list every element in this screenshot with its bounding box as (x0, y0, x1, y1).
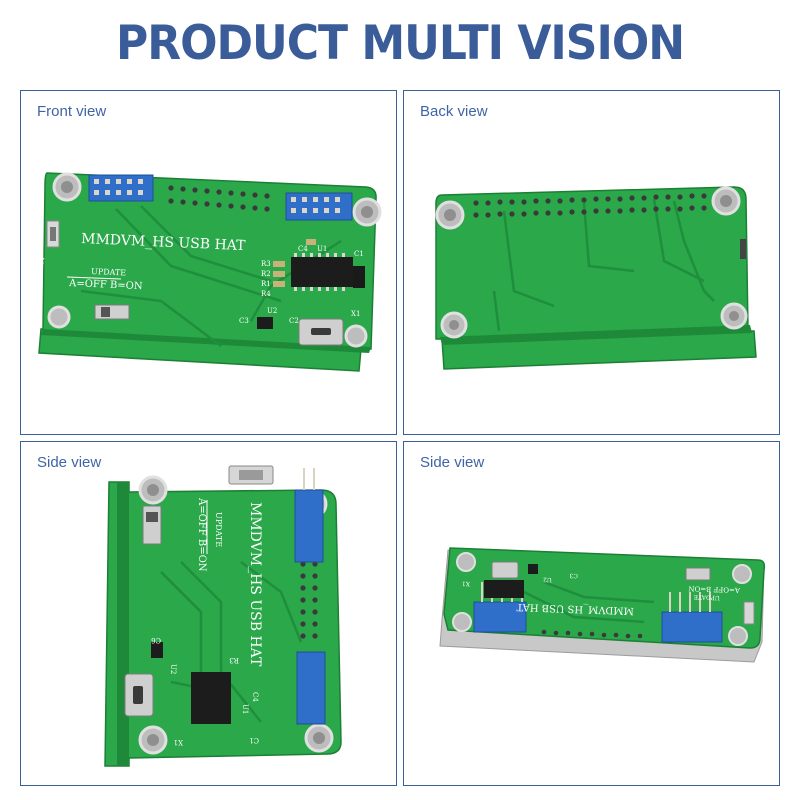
page-title: PRODUCT MULTI VISION (115, 15, 685, 72)
ic-u1 (191, 672, 231, 724)
part-u2: U2 (267, 307, 277, 315)
panel-label-front: Front view (37, 103, 107, 120)
blue-header-right (285, 192, 353, 221)
part-u2: U2 (169, 664, 177, 674)
update-slide-switch (685, 567, 711, 581)
blue-header-left (88, 174, 154, 202)
panel-label-side-1: Side view (37, 454, 102, 471)
gpio-holes (541, 629, 643, 639)
part-x1: X1 (351, 310, 360, 318)
gpio-holes (168, 185, 270, 212)
back-view-panel: Back view (403, 90, 780, 435)
part-c4: C4 (251, 692, 259, 702)
blue-header-right (661, 592, 723, 643)
update-label: UPDATE (214, 512, 223, 547)
part-c3: C3 (239, 317, 249, 325)
part-c1: C1 (354, 250, 364, 258)
rst-label: RST (201, 476, 216, 484)
part-u2: U2 (543, 576, 552, 583)
mount-holes (435, 186, 748, 339)
side-view-image-2: MMDVM_HS USB HAT UPDATE A=OFF B=ON X1 U2… (439, 547, 766, 663)
part-r3: R3 (229, 656, 239, 664)
part-r3: R3 (261, 260, 271, 268)
part-u1: U1 (317, 245, 327, 253)
update-slide-switch (94, 304, 130, 320)
front-view-image: MMDVM_HS USB HAT UPDATE A=OFF B=ON RST C… (36, 172, 382, 372)
micro-usb-port (491, 561, 519, 579)
board-title: MMDVM_HS USB HAT (516, 601, 634, 616)
part-r4: R4 (261, 290, 271, 298)
switch-label: A=OFF B=ON (688, 584, 741, 594)
part-c1: C1 (249, 736, 259, 744)
back-view-image (435, 186, 757, 370)
blue-header-top (294, 468, 324, 563)
blue-header-bottom (296, 651, 326, 725)
mount-holes (452, 552, 752, 646)
board-title: MMDVM_HS USB HAT (81, 231, 247, 254)
part-x1: X1 (462, 580, 470, 587)
part-r2: R2 (261, 270, 271, 278)
switch-label: A=OFF B=ON (68, 278, 143, 292)
panel-label-side-2: Side view (420, 454, 485, 471)
side-view-image-1: MMDVM_HS USB HAT UPDATE A=OFF B=ON RST C… (104, 465, 342, 767)
side-view-panel-2: MMDVM_HS USB HAT UPDATE A=OFF B=ON X1 U2… (403, 441, 780, 786)
update-label: UPDATE (694, 593, 721, 601)
update-label: UPDATE (91, 267, 127, 278)
part-c3: C3 (569, 572, 578, 579)
gpio-holes (473, 193, 707, 218)
ic-u1 (484, 580, 524, 598)
part-c6: C6 (151, 636, 161, 644)
part-c4: C4 (298, 245, 308, 253)
switch-label: A=OFF B=ON (196, 497, 207, 572)
rst-label: RST (36, 255, 46, 271)
board-title: MMDVM_HS USB HAT (247, 502, 263, 667)
gpio-holes (300, 549, 318, 639)
part-c2: C2 (289, 317, 299, 325)
panel-label-back: Back view (420, 103, 488, 120)
part-u1: U1 (241, 704, 249, 714)
update-slide-switch (142, 505, 162, 545)
part-x1: X1 (174, 738, 183, 746)
part-r1: R1 (261, 280, 271, 288)
side-view-panel-1: MMDVM_HS USB HAT UPDATE A=OFF B=ON RST C… (20, 441, 397, 786)
front-view-panel: MMDVM_HS USB HAT UPDATE A=OFF B=ON RST C… (20, 90, 397, 435)
mount-holes (47, 172, 382, 348)
ic-u1 (291, 257, 353, 287)
